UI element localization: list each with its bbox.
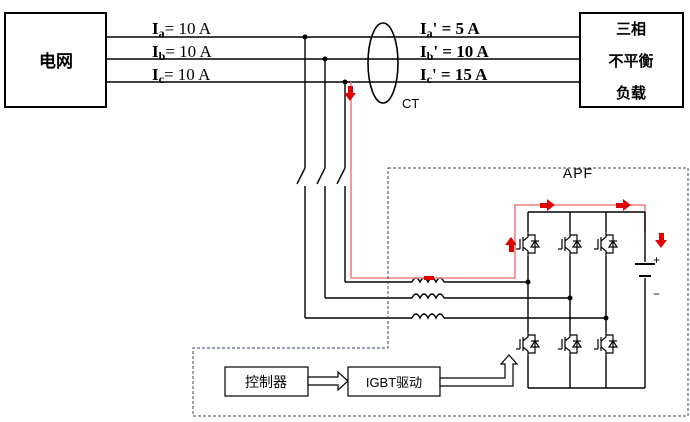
igbt-2 [558,232,583,256]
ia-prime-label: Ia' = 5 A [420,19,480,40]
load-current-labels: Ia' = 5 A Ib' = 10 A Ic' = 15 A [420,19,490,86]
ct-label: CT [402,96,419,111]
dc-plus: + [653,253,660,267]
load-label-2: 不平衡 [608,52,653,70]
driver-to-igbt-arrow [439,354,519,387]
inverter-bridge [527,211,655,389]
branch-wires [296,37,412,319]
driver-box [347,366,441,397]
igbt-switches [516,232,619,356]
source-current-labels: Ia= 10 A Ib= 10 A Ic= 10 A [152,19,212,86]
ic-label: Ic= 10 A [152,65,211,86]
compensation-current-path [350,82,646,279]
load-box [579,12,684,108]
apf-label: APF [563,165,593,181]
grid-label: 电网 [39,51,73,72]
grid-box [4,12,107,108]
igbt-1 [516,332,541,356]
ct-ellipse [367,22,399,104]
flow-arrows [344,86,667,280]
ia-label: Ia= 10 A [152,19,212,40]
controller-label: 控制器 [245,375,287,391]
ic-prime-label: Ic' = 15 A [420,65,488,86]
igbt-3 [558,332,583,356]
driver-label: IGBT驱动 [366,375,422,390]
load-label-3: 负载 [616,84,646,102]
inductors [411,277,606,320]
load-label-1: 三相 [616,20,646,38]
inductor-a [411,313,445,320]
apf-frame [192,167,689,417]
inductor-b [411,293,445,300]
leg-junctions [525,279,609,321]
ib-prime-label: Ib' = 10 A [420,42,490,63]
igbt-4 [594,232,619,256]
dc-minus: − [653,287,660,301]
igbt-0 [516,232,541,256]
ib-label: Ib= 10 A [152,42,212,63]
controller-box [224,366,309,397]
igbt-5 [594,332,619,356]
controller-to-driver-arrow [307,370,349,392]
